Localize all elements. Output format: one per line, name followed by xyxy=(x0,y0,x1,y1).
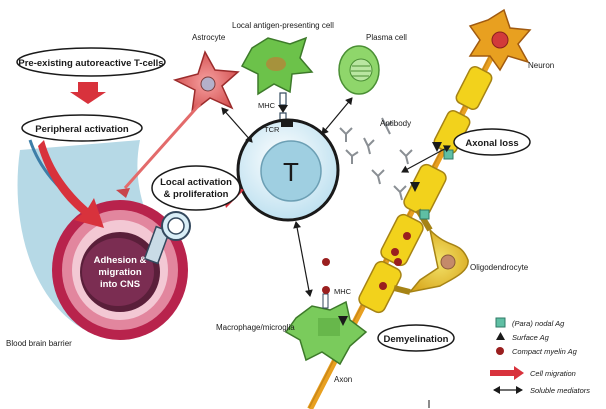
t-cell-label: T xyxy=(283,157,299,187)
legend-soluble-label: Soluble mediators xyxy=(530,386,590,395)
legend-nodal-label: (Para) nodal Ag xyxy=(512,319,565,328)
dot-icon xyxy=(496,347,504,355)
antigen-presenting-cell xyxy=(240,36,314,124)
mhc-bottom-label: MHC xyxy=(334,287,352,296)
astrocyte-label: Astrocyte xyxy=(192,33,226,42)
mhc-top-label: MHC xyxy=(258,101,276,110)
plasma-label: Plasma cell xyxy=(366,33,407,42)
plasma-cell xyxy=(338,45,380,95)
legend-myelin-label: Compact myelin Ag xyxy=(512,347,578,356)
axon-label: Axon xyxy=(334,375,352,384)
legend: (Para) nodal Ag Surface Ag Compact myeli… xyxy=(490,317,590,395)
local-activation-label-1: Local activation xyxy=(160,177,232,188)
blood-vessel xyxy=(17,139,188,340)
label-bubbles xyxy=(16,47,531,352)
axonal-loss-label: Axonal loss xyxy=(465,138,518,149)
oligodendrocyte-label: Oligodendrocyte xyxy=(470,263,529,272)
legend-migration-label: Cell migration xyxy=(530,369,576,378)
apc-label: Local antigen-presenting cell xyxy=(232,21,334,30)
adhesion-tcell xyxy=(143,211,191,265)
triangle-icon xyxy=(496,332,505,340)
adhesion-label-1: Adhesion & xyxy=(94,255,147,266)
antibodies xyxy=(339,117,413,201)
adhesion-label-3: into CNS xyxy=(100,279,140,290)
peripheral-label: Peripheral activation xyxy=(35,124,129,135)
square-icon xyxy=(495,317,506,328)
adhesion-label-2: migration xyxy=(98,267,141,278)
astrocyte-cell xyxy=(116,50,240,198)
macrophage-cell xyxy=(284,258,368,366)
preexisting-label: Pre-existing autoreactive T-cells xyxy=(18,58,163,69)
tcr-label: TCR xyxy=(264,125,280,134)
red-arrow-icon xyxy=(490,366,524,380)
antibody-label: Antibody xyxy=(380,119,411,128)
macrophage-label: Macrophage/microglia xyxy=(216,323,295,332)
local-activation-label-2: & proliferation xyxy=(164,189,229,200)
t-cell xyxy=(236,118,340,222)
bbb-label: Blood brain barrier xyxy=(6,339,72,348)
neuron-cell xyxy=(468,8,532,72)
demyelination-label: Demyelination xyxy=(384,334,449,345)
soluble-mediator-arrows xyxy=(221,97,451,297)
legend-surface-label: Surface Ag xyxy=(512,333,550,342)
neuron-label: Neuron xyxy=(528,61,554,70)
